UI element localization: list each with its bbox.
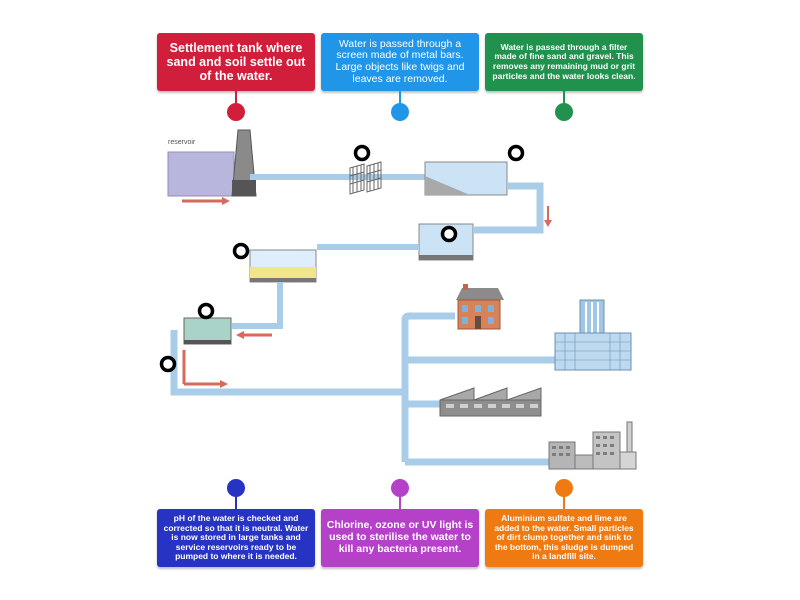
- house-icon: [456, 284, 504, 330]
- label-card-coagulation[interactable]: Aluminium sulfate and lime are added to …: [485, 509, 643, 567]
- label-card-ph-storage[interactable]: pH of the water is checked and corrected…: [157, 509, 315, 567]
- card-text: Aluminium sulfate and lime are added to …: [494, 513, 634, 562]
- factory-icon: [439, 387, 542, 417]
- label-card-screening[interactable]: Water is passed through a screen made of…: [321, 33, 479, 91]
- drop-target-screen: [353, 144, 371, 162]
- drop-target-storage: [159, 355, 177, 373]
- metal-screen: [349, 161, 382, 195]
- drop-target-filter: [440, 225, 458, 243]
- drop-target-circles: [159, 144, 525, 373]
- label-card-settlement-tank[interactable]: Settlement tank where sand and soil sett…: [157, 33, 315, 91]
- card-text: Settlement tank where sand and soil sett…: [166, 41, 306, 83]
- pin-dot: [391, 103, 409, 121]
- pin-stem: [399, 497, 401, 509]
- card-text: Chlorine, ozone or UV light is used to s…: [326, 519, 474, 555]
- label-card-sterilisation[interactable]: Chlorine, ozone or UV light is used to s…: [321, 509, 479, 567]
- distribution-pipes: [170, 312, 555, 466]
- card-text: Water is passed through a screen made of…: [335, 37, 465, 85]
- pin-stem: [563, 497, 565, 509]
- industrial-plant-icon: [548, 421, 637, 470]
- pin-stem: [235, 497, 237, 509]
- drop-target-settlement: [507, 144, 525, 162]
- label-card-filtration[interactable]: Water is passed through a filter made of…: [485, 33, 643, 91]
- pin-stem: [563, 91, 565, 103]
- drop-target-sterilisation: [232, 242, 250, 260]
- pin-dot: [391, 479, 409, 497]
- card-text: pH of the water is checked and corrected…: [163, 513, 309, 562]
- reservoir: [167, 151, 235, 197]
- pin-dot: [227, 479, 245, 497]
- pin-dot: [227, 103, 245, 121]
- pin-stem: [235, 91, 237, 103]
- office-tower-icon: [554, 299, 632, 371]
- drop-target-ph: [197, 302, 215, 320]
- card-text: Water is passed through a filter made of…: [492, 41, 636, 81]
- pin-stem: [399, 91, 401, 103]
- pin-dot: [555, 479, 573, 497]
- pin-dot: [555, 103, 573, 121]
- reservoir-label: reservoir: [168, 139, 196, 146]
